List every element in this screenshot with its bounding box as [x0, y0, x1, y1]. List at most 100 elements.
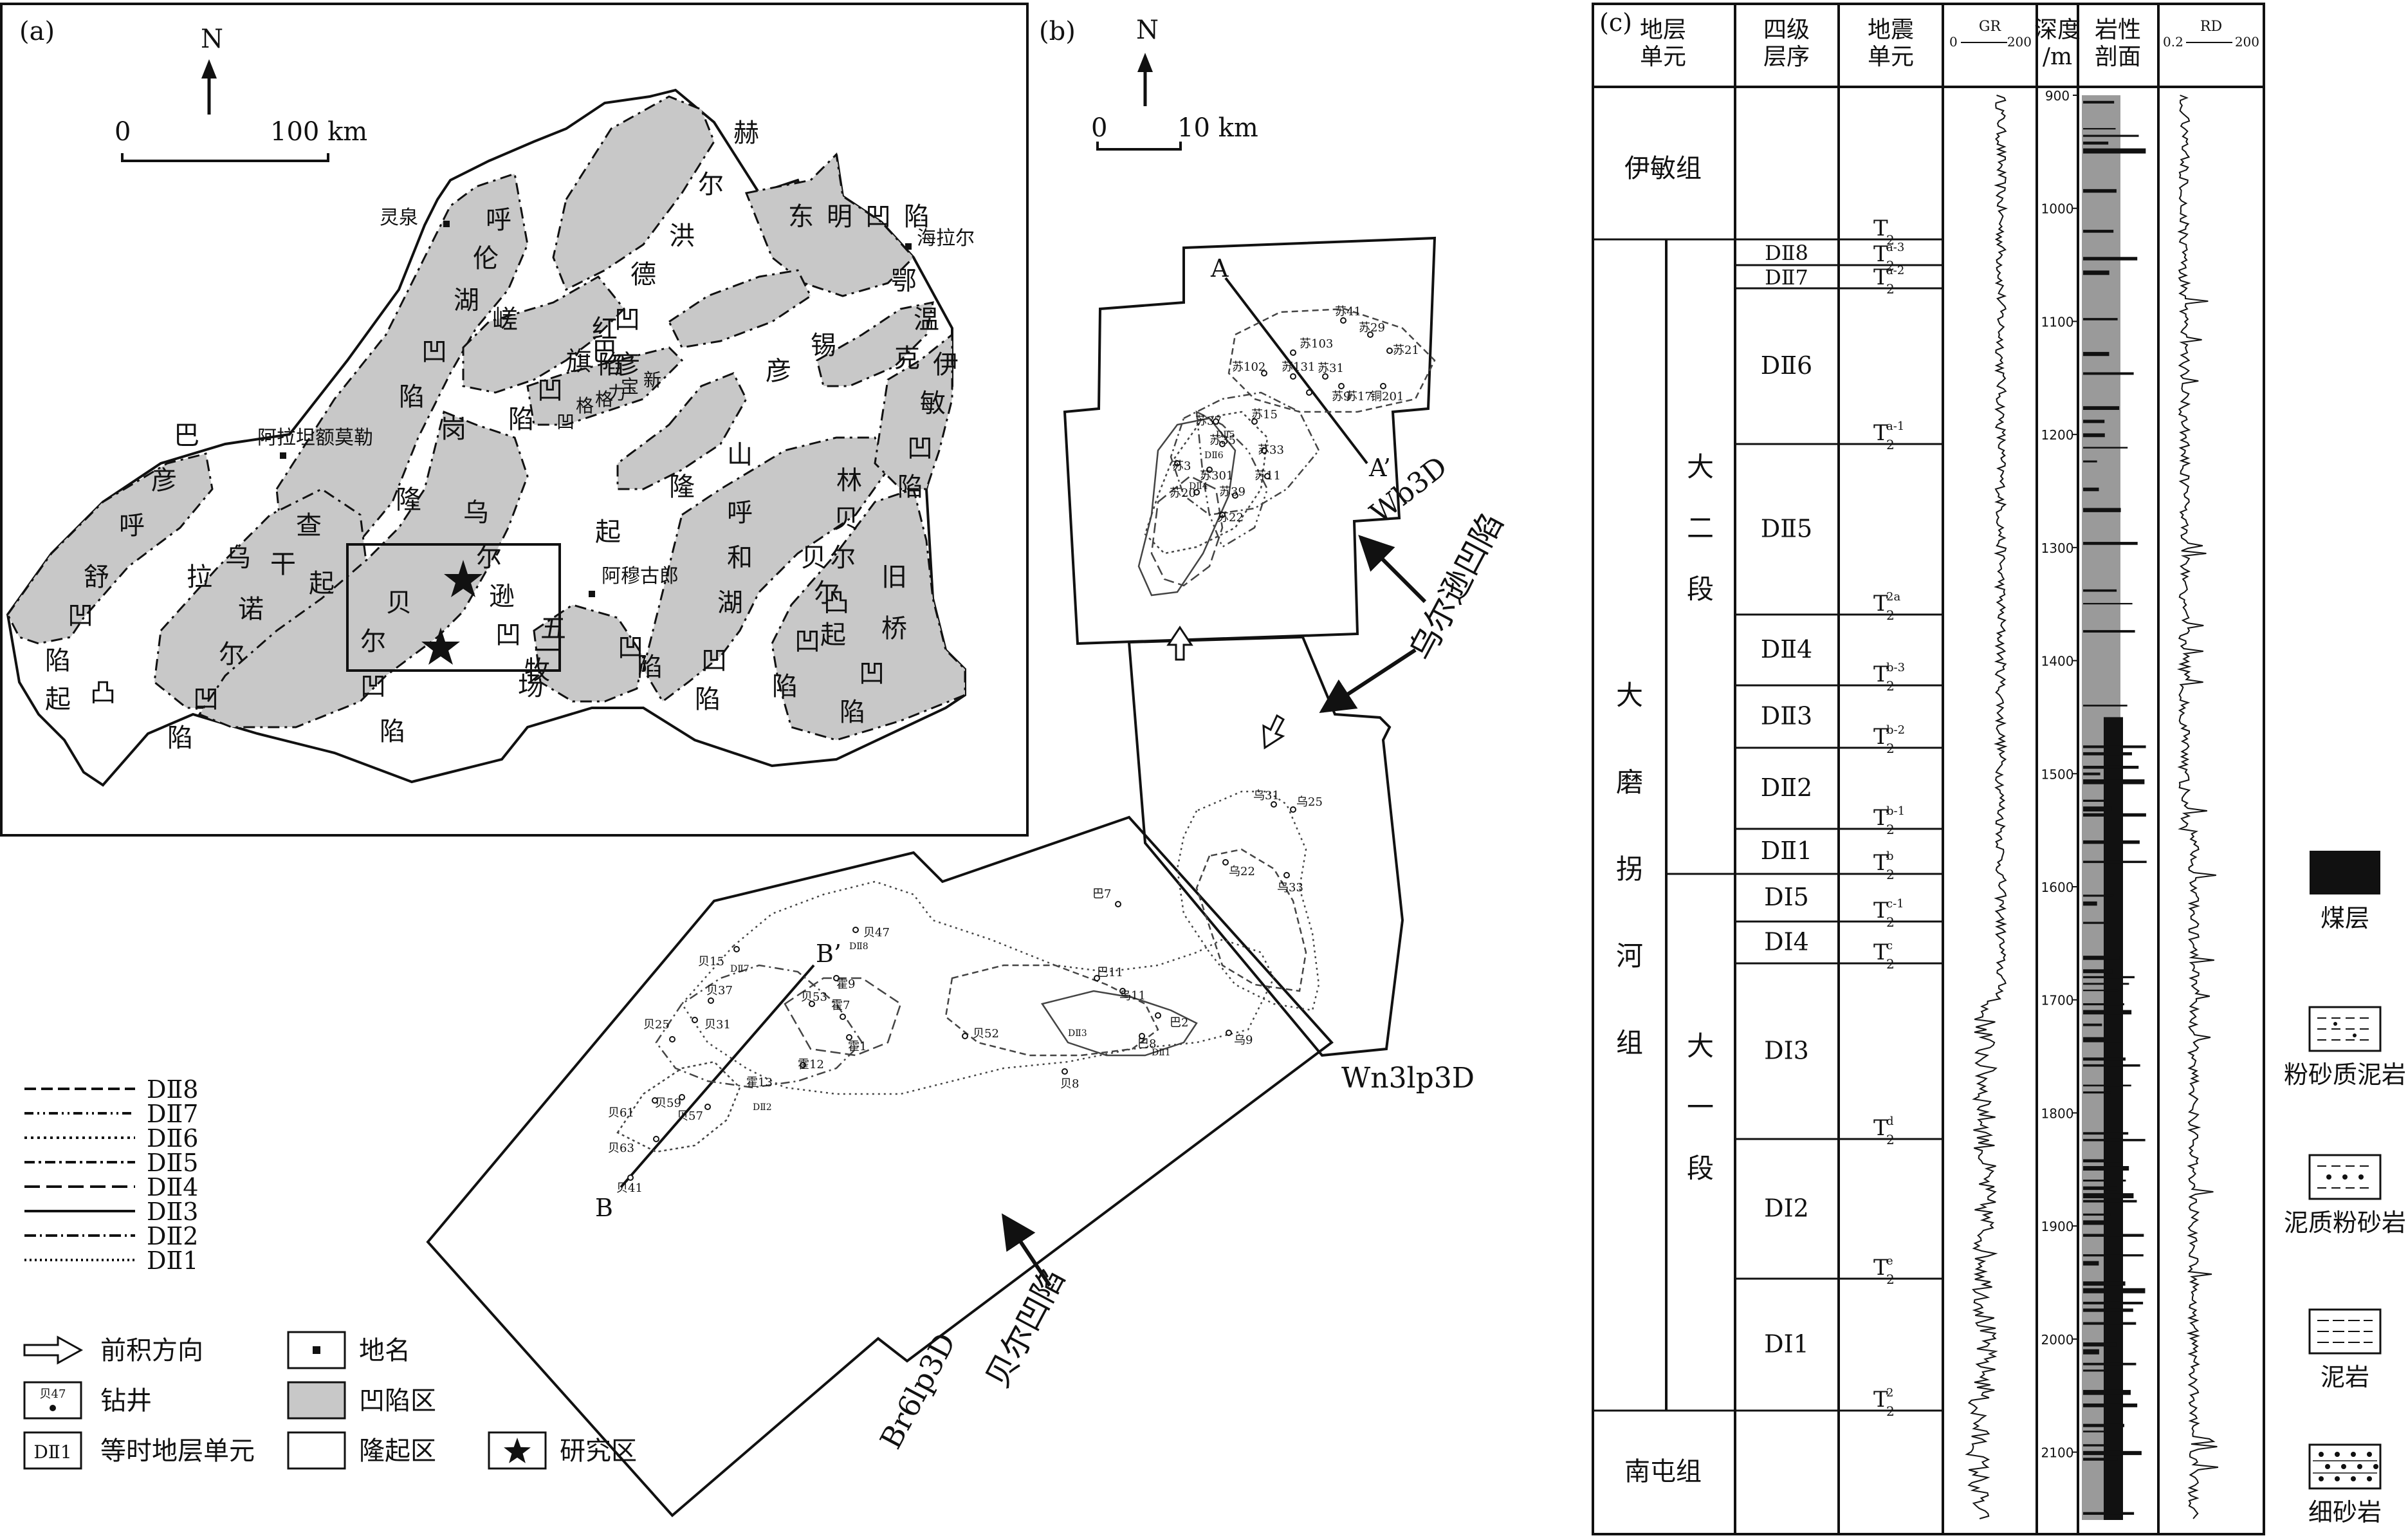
sequence-label: DⅠ1 [1764, 1330, 1809, 1358]
uplift-label-char: 尔 [830, 543, 856, 573]
depth-tick-label: 1800 [2041, 1106, 2074, 1121]
depression-label-char: 克 [894, 344, 920, 373]
gr-scale-max: 200 [2007, 34, 2032, 50]
depression-label-char: 陷 [167, 723, 193, 753]
legend-item-label: 地名 [359, 1336, 410, 1366]
seismic-horizon-sup: b-3 [1886, 661, 1905, 674]
legend-item-label: 钻井 [100, 1386, 152, 1416]
depression-label-char: 干 [270, 550, 296, 579]
depth-tick-label: 1200 [2041, 427, 2074, 443]
north-arrow-a: N [201, 24, 223, 115]
depression-label-char: 巴 [174, 421, 199, 450]
seismic-horizon-label: T2b-3 [1873, 661, 1905, 694]
depression-name-beier: 贝尔凹陷 [979, 1263, 1072, 1394]
uplift-label-char: 拉 [187, 562, 212, 592]
seismic-horizon-label: T2b [1873, 849, 1895, 882]
depression-label-char: 尔 [698, 170, 724, 199]
well-name-label: 苏21 [1393, 344, 1419, 357]
lith-legend-label: 煤层 [2321, 904, 2369, 932]
depression-label-char: 呼 [486, 205, 511, 235]
seismic-horizon-sub: 2 [1886, 822, 1895, 837]
seismic-horizon-base: T [1873, 898, 1888, 923]
seismic-horizon-label: T2b-1 [1873, 804, 1905, 837]
lithology-column [2082, 95, 2147, 1520]
place-label: 海拉尔 [917, 227, 975, 250]
column-header-label: 单元 [1868, 44, 1914, 70]
depression-label-char: 凹 [495, 620, 521, 650]
well-name-label: 苏15 [1251, 408, 1278, 422]
pointer-arrow-wuerxun [1319, 648, 1417, 713]
rd-log [2176, 95, 2219, 1519]
seismic-horizon-sub: 2 [1886, 867, 1895, 882]
well-name-label: 贝52 [973, 1027, 999, 1041]
depression-label-char: 陷 [897, 472, 923, 502]
sequence-label: DⅡ7 [1765, 265, 1808, 290]
place-label: 灵泉 [380, 207, 418, 229]
legend-line-label: DⅡ4 [147, 1173, 198, 1201]
subdepression-label-char: 新 [643, 369, 661, 391]
scale-zero-b: 0 [1091, 113, 1107, 143]
well-name-label: 霍7 [831, 999, 850, 1012]
gr-scale-min: 0 [1949, 34, 1958, 50]
well-name-label: 苏103 [1300, 337, 1333, 351]
uplift-label-char: 锡 [811, 331, 836, 360]
rd-scale-min: 0.2 [2163, 34, 2183, 50]
seismic-horizon-sub: 2 [1886, 914, 1895, 930]
progradation-arrow-2 [1262, 714, 1285, 750]
scale-bar-a: 0 100 km [115, 117, 367, 162]
seismic-horizon-base: T [1873, 1255, 1888, 1281]
depression-label-char: 德 [630, 260, 656, 290]
depression-label-char: 彦 [151, 466, 177, 496]
column-header-label: 岩性 [2095, 17, 2141, 43]
depression-label-char: 鄂 [891, 266, 917, 296]
survey-outline-br6lp3d [426, 815, 1334, 1517]
unit-icon [23, 1431, 82, 1470]
pointer-arrow-wb3d [1358, 535, 1427, 604]
north-arrow-b: N [1136, 15, 1159, 106]
sequence-label: DⅠ5 [1764, 883, 1809, 911]
depression-label-char: 尔 [814, 579, 840, 608]
survey-label-wn3lp3d: Wn3lp3D [1341, 1062, 1475, 1095]
well-name-label: 苏102 [1232, 360, 1265, 374]
depression-swatch-icon [287, 1381, 346, 1420]
seismic-horizon-sup: 2a [1886, 590, 1900, 604]
sequence-label: DⅡ1 [1761, 837, 1812, 865]
scale-zero-a: 0 [115, 117, 131, 147]
legend-line-label: DⅡ7 [147, 1100, 198, 1128]
uplift-label-char: 岗 [441, 414, 466, 444]
depth-tick-label: 1400 [2041, 654, 2074, 669]
depression-label-char: 凹 [360, 672, 386, 701]
uplift-label-char: 乌 [225, 543, 251, 573]
formation-label-char: 磨 [1616, 766, 1643, 798]
seismic-horizon-sub: 2 [1886, 741, 1895, 756]
column-header-label: 地层 [1640, 17, 1686, 43]
scale-length-a: 100 km [270, 117, 367, 147]
north-label-b: N [1136, 15, 1159, 45]
unit-contour-tag: DⅡ6 [1204, 450, 1224, 461]
depression-label-char: 陷 [772, 672, 798, 701]
well-name-label: 霍13 [746, 1076, 773, 1089]
depression-label-char: 尔 [360, 627, 386, 656]
well-name-label: 贝31 [704, 1018, 731, 1032]
well-name-label: 苏3 [1172, 459, 1191, 473]
arrow-icon [23, 1335, 84, 1365]
subdepression-label-char: 力 [608, 382, 626, 403]
depression-label-char: 乌 [463, 498, 489, 528]
depression-label-char: 呼 [727, 498, 753, 528]
legend-line-label: DⅡ2 [147, 1222, 198, 1250]
seismic-horizon-sup: c [1886, 939, 1893, 952]
depression-name-wuerxun: 乌尔逊凹陷 [1402, 507, 1511, 667]
seismic-horizon-label: T2c [1873, 939, 1895, 972]
depression-label-char: 洪 [669, 221, 695, 251]
column-header-label: 层序 [1763, 44, 1810, 70]
depression-label-char: 呼 [119, 511, 145, 541]
depression-label-char: 凹 [68, 601, 93, 631]
well-symbols-b [627, 317, 1393, 1181]
depression-label-char: 伦 [473, 244, 499, 273]
section-endpoint-label: B [595, 1194, 613, 1222]
lith-legend-label: 泥质粉砂岩 [2284, 1209, 2406, 1237]
